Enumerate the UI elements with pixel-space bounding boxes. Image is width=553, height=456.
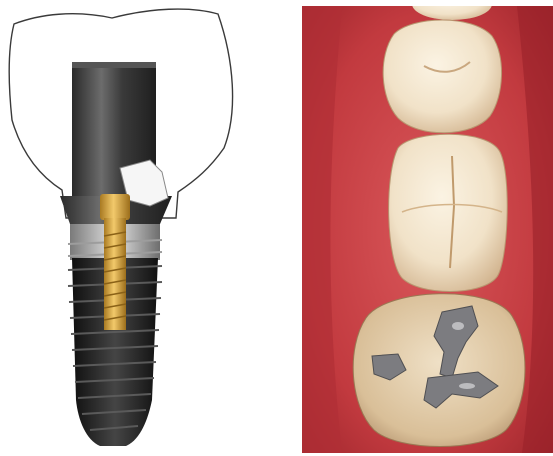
tooth-crown-middle	[389, 134, 508, 291]
screw-head	[100, 194, 130, 220]
intraoral-photo	[302, 6, 553, 453]
tooth-crown-upper	[383, 20, 501, 133]
implant-illustration	[0, 0, 290, 456]
teeth-photo	[302, 6, 553, 453]
implant-diagram	[0, 0, 290, 456]
